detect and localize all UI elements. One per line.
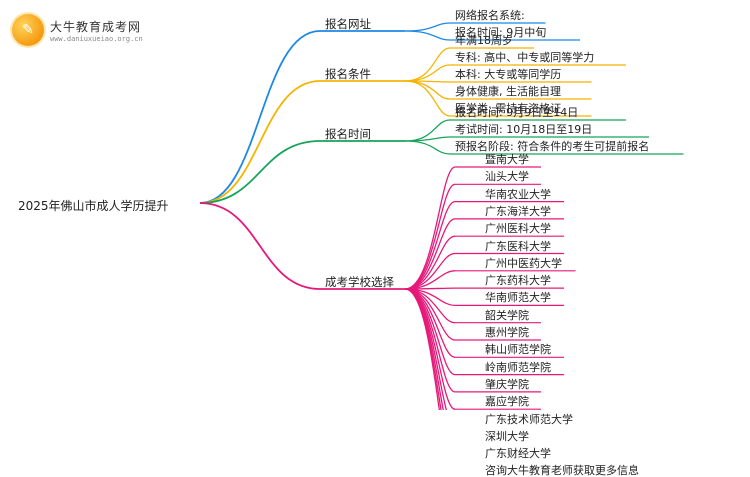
connector-schools xyxy=(199,202,321,290)
schools-item: 汕头大学 xyxy=(485,170,529,184)
site-item: 报名时间: 9月中旬 xyxy=(455,26,547,39)
conditions-item: 医学类: 需持有资格证 xyxy=(455,102,562,115)
schools-item: 广州中医药大学 xyxy=(485,256,562,270)
schools-item: 广州医科大学 xyxy=(485,222,551,236)
schools-item: 暨南大学 xyxy=(485,153,529,166)
schools-item: 肇庆学院 xyxy=(485,377,529,391)
schools-item: 广东医科大学 xyxy=(485,239,551,253)
schools-item: 广东财经大学 xyxy=(485,447,551,461)
schools-item: 咨询大牛教育老师获取更多信息 xyxy=(485,464,639,477)
logo-name: 大牛教育成考网 xyxy=(50,19,142,34)
schools-item: 岭南师范学院 xyxy=(485,360,551,374)
site-logo: ✎ 大牛教育成考网 www.daniuxueiao.org.cn xyxy=(12,14,143,46)
time-item: 报名时间: 9月9日至14日 xyxy=(455,106,579,119)
schools-item: 嘉应学院 xyxy=(485,395,529,409)
connector-time xyxy=(199,140,321,204)
schools-item: 韩山师范学院 xyxy=(485,343,551,357)
conditions-item: 本科: 大专或等同学历 xyxy=(455,68,562,81)
schools-item: 深圳大学 xyxy=(485,429,529,443)
schools-item: 广东药科大学 xyxy=(485,274,551,288)
conditions-item: 身体健康, 生活能自理 xyxy=(455,85,561,98)
mindmap-connectors xyxy=(199,22,684,410)
time-item: 考试时间: 10月18日至19日 xyxy=(455,123,593,136)
schools-item: 华南农业大学 xyxy=(485,187,551,201)
schools-item: 华南师范大学 xyxy=(485,291,551,305)
schools-item: 韶关学院 xyxy=(485,308,529,322)
book-coin-icon: ✎ xyxy=(12,14,44,46)
schools-item: 广东海洋大学 xyxy=(485,204,551,218)
root-node: 2025年佛山市成人学历提升 xyxy=(18,199,169,213)
schools-item: 广东技术师范大学 xyxy=(485,412,573,426)
branch-time: 报名时间 xyxy=(325,127,371,141)
branch-schools: 成考学校选择 xyxy=(325,275,394,289)
branch-conditions: 报名条件 xyxy=(325,67,371,81)
schools-item: 惠州学院 xyxy=(485,326,529,339)
logo-url: www.daniuxueiao.org.cn xyxy=(50,34,143,43)
branch-site: 报名网址 xyxy=(325,17,371,31)
site-item: 网络报名系统: xyxy=(455,9,525,22)
connector-conditions xyxy=(199,80,321,204)
conditions-item: 年满18周岁 xyxy=(455,34,513,47)
time-item: 预报名阶段: 符合条件的考生可提前报名 xyxy=(455,140,650,153)
conditions-item: 专科: 高中、中专或同等学力 xyxy=(455,51,595,64)
connector-site xyxy=(199,30,321,204)
